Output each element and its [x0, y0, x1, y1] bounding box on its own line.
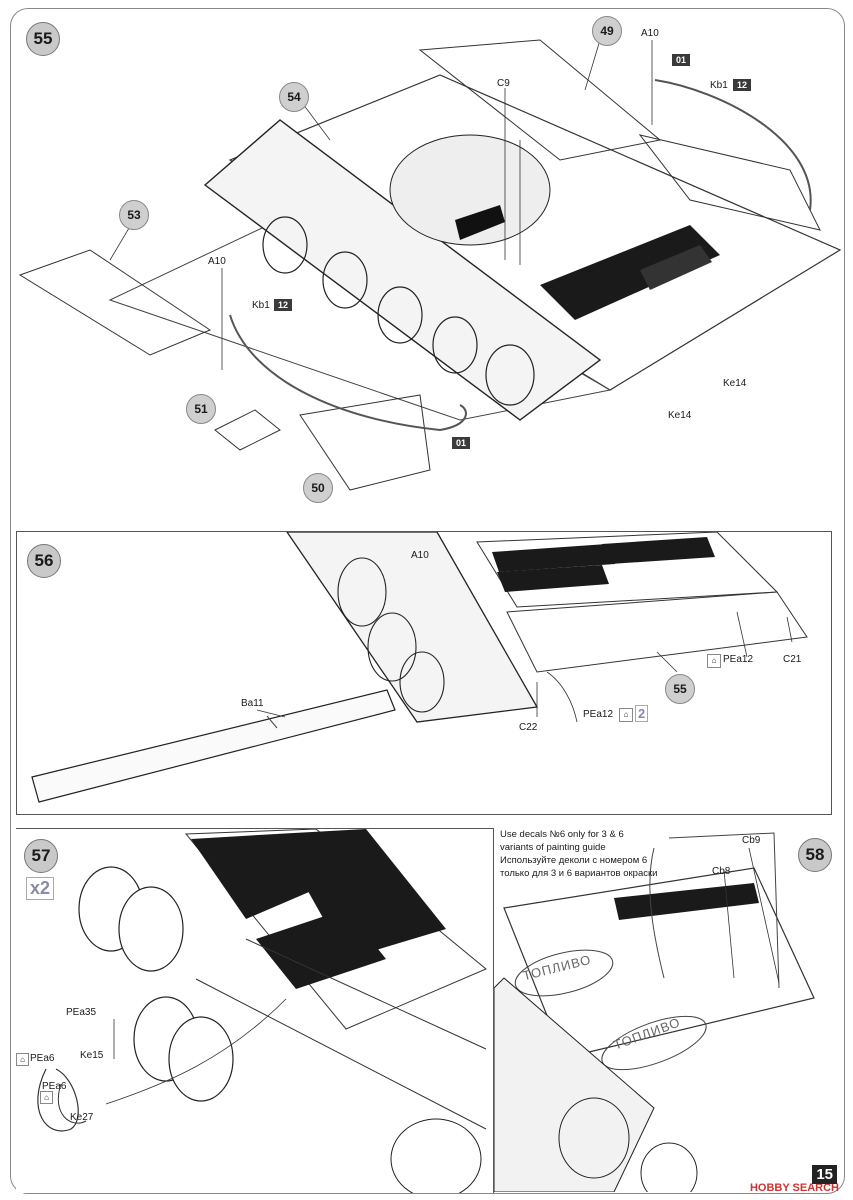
photo-etch-icon: ⌂	[707, 654, 721, 668]
step-58-area: 58 Use decals №6 only for 3 & 6 variants…	[494, 828, 834, 1192]
step-number: 55	[26, 22, 60, 56]
step-number: 58	[798, 838, 832, 872]
part-number-50: 50	[303, 473, 333, 503]
label-pea12-right: PEa12	[723, 654, 754, 665]
label-a10-left: A10	[208, 256, 226, 267]
label-cb8: Cb8	[712, 866, 731, 877]
label-pea35: PEa35	[66, 1007, 97, 1018]
label-a10-top: A10	[641, 28, 659, 39]
label-pea6-bottom: PEa6	[42, 1081, 67, 1092]
decal-note-line: Используйте деколи с номером 6	[500, 855, 648, 866]
step-58-drawing	[494, 832, 815, 1192]
part-number-53: 53	[119, 200, 149, 230]
label-c22: C22	[519, 722, 538, 733]
page-number: 15	[812, 1165, 837, 1184]
watermark: HOBBY SEARCH	[749, 1182, 839, 1194]
multiplier-badge: 2	[635, 705, 649, 722]
label-kb1-top: Kb1	[710, 80, 728, 91]
step-56-panel: 56 55 A10 Ba11 C22 PEa12 ⌂ 2 ⌂ PEa12 C21	[16, 531, 832, 815]
step-number: 57	[24, 839, 58, 873]
decal-note: Use decals №6 only for 3 & 6 variants of…	[500, 828, 657, 880]
label-ke14-right: Ke14	[723, 378, 747, 389]
decal-tag-01-bottom: 01	[452, 437, 471, 449]
label-a10: A10	[411, 550, 429, 561]
label-cb9: Cb9	[742, 835, 761, 846]
step-57-drawing	[37, 829, 487, 1193]
label-ke27: Ke27	[70, 1112, 94, 1123]
photo-etch-icon: ⌂	[619, 708, 633, 722]
decal-tag-01-top: 01	[672, 54, 691, 66]
decal-note-line: variants of painting guide	[500, 842, 606, 853]
multiplier-badge: x2	[26, 877, 55, 900]
part-number-55: 55	[665, 674, 695, 704]
label-kb1-left: Kb1	[252, 300, 270, 311]
label-c21: C21	[783, 654, 802, 665]
part-number-51: 51	[186, 394, 216, 424]
photo-etch-icon: ⌂	[40, 1091, 53, 1104]
label-c9: C9	[497, 78, 510, 89]
photo-etch-icon: ⌂	[16, 1053, 29, 1066]
label-ba11: Ba11	[241, 698, 264, 709]
label-pea12-center: PEa12	[583, 709, 614, 720]
decal-note-line: Use decals №6 only for 3 & 6	[500, 829, 624, 840]
page-frame	[10, 8, 845, 1194]
label-ke15: Ke15	[80, 1050, 104, 1061]
part-number-54: 54	[279, 82, 309, 112]
step-number: 56	[27, 544, 61, 578]
step-55-drawing	[18, 39, 842, 491]
step-56-drawing	[31, 532, 808, 803]
decal-tag-12-left: 12	[274, 299, 293, 311]
step-57-panel: 57 x2 PEa35 ⌂ PEa6 Ke15 PEa6 ⌂ Ke27	[16, 828, 494, 1193]
label-ke14-lower: Ke14	[668, 410, 692, 421]
decal-tag-12-top: 12	[733, 79, 752, 91]
label-pea6-top: PEa6	[30, 1053, 55, 1064]
decal-note-line: только для 3 и 6 вариантов окраски	[500, 868, 658, 879]
part-number-49: 49	[592, 16, 622, 46]
